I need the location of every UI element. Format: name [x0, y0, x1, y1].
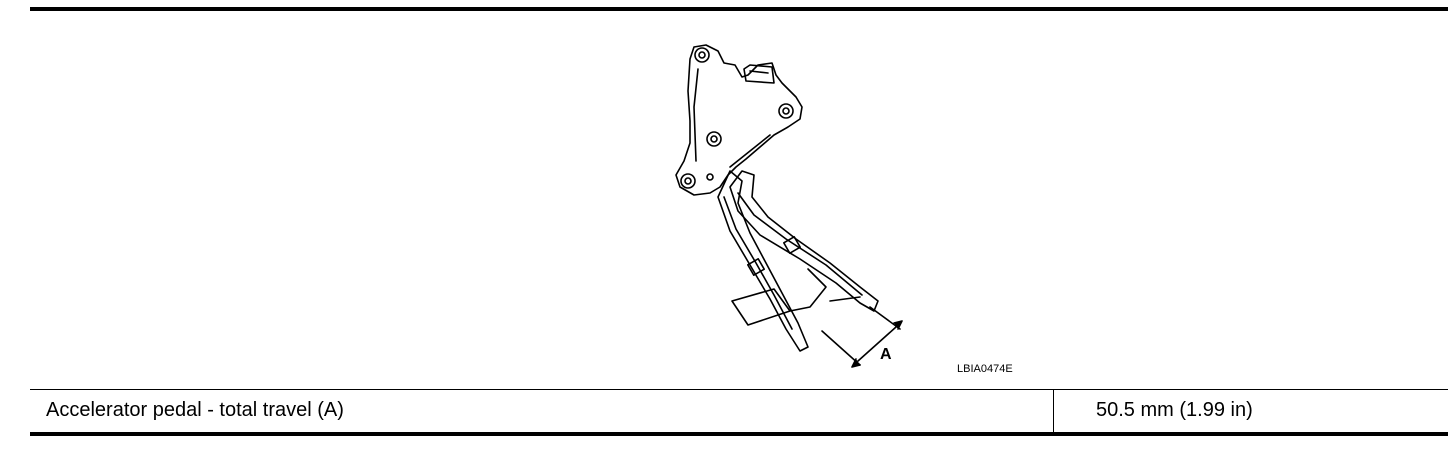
mount-hole-2 [778, 103, 794, 119]
figure-code: LBIA0474E [957, 363, 1013, 375]
spec-value: 50.5 mm (1.99 in) [1096, 399, 1253, 421]
mount-hole-3 [706, 131, 722, 147]
dimension-line [857, 326, 897, 362]
accelerator-pedal-drawing: A [675, 44, 903, 368]
pedal-bracket [675, 44, 803, 196]
dimension-label-a: A [880, 346, 892, 363]
spec-label: Accelerator pedal - total travel (A) [46, 399, 344, 421]
mount-hole-4 [680, 173, 696, 189]
column-divider [1053, 390, 1054, 432]
top-rule [30, 7, 1448, 11]
pedal-illustration: A LBIA0474E [30, 11, 1448, 389]
sensor-connector [743, 64, 775, 84]
pedal-arm-rest [717, 170, 809, 352]
mount-hole-1 [694, 47, 710, 63]
spec-table: Accelerator pedal - total travel (A) 50.… [30, 389, 1448, 436]
pedal-arm-pressed [729, 170, 879, 312]
